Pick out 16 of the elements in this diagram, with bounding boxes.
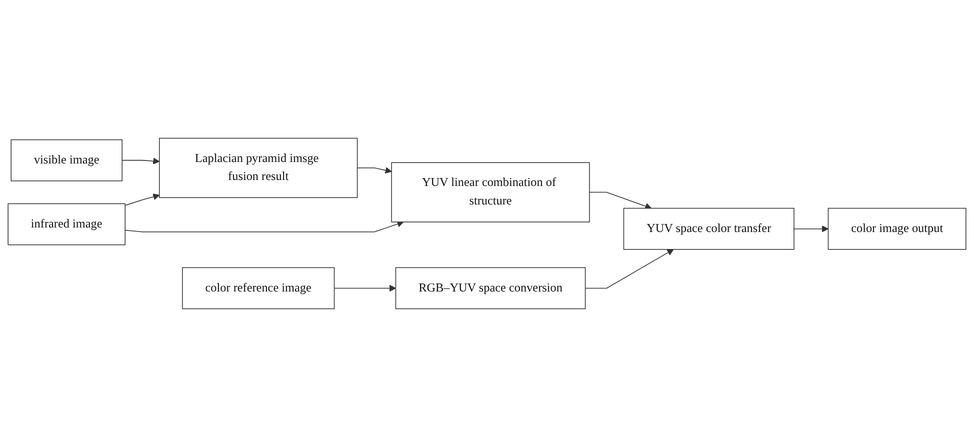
arrow: [334, 284, 396, 292]
node-box: Laplacian pyramid imsge fusion result: [159, 138, 358, 198]
arrow: [589, 192, 652, 210]
arrow: [794, 225, 829, 232]
arrow: [584, 249, 674, 289]
node-box: YUV linear combination of structure: [391, 162, 590, 222]
arrow: [124, 220, 404, 232]
arrow: [124, 194, 160, 206]
arrow: [356, 167, 392, 174]
arrow: [122, 158, 160, 164]
node-box: YUV space color transfer: [623, 208, 794, 250]
node-box: RGB–YUV space conversion: [395, 267, 586, 310]
node-box: color image output: [828, 208, 966, 250]
node-box: infrared image: [8, 203, 126, 246]
node-box: color reference image: [182, 267, 335, 310]
node-box: visible image: [10, 139, 122, 182]
